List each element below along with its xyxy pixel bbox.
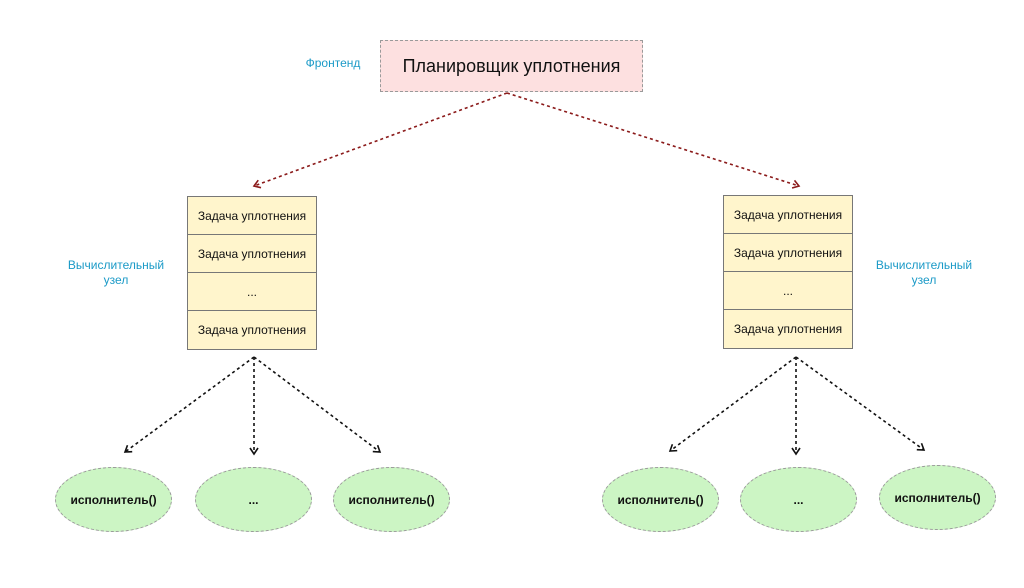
node-1-executor-1: исполнитель() — [55, 467, 172, 532]
executor-label: исполнитель() — [348, 492, 435, 507]
node-2-to-executor-3-arrow — [795, 356, 926, 451]
node-1-label: Вычислительный узел — [56, 258, 176, 288]
executor-label: ... — [248, 492, 259, 507]
executor-label: исполнитель() — [617, 492, 704, 507]
node-1-executor-ellipsis: ... — [195, 467, 312, 532]
task-row-ellipsis: ... — [724, 272, 852, 310]
scheduler-to-node-2-arrow — [506, 92, 801, 189]
node-2-executor-ellipsis: ... — [740, 467, 857, 532]
task-row: Задача уплотнения — [733, 322, 843, 336]
executor-label: исполнитель() — [894, 490, 981, 505]
node-1-executor-3: исполнитель() — [333, 467, 450, 532]
node-2-to-executor-1-arrow — [668, 356, 797, 452]
node-1-task-stack: Задача уплотнения Задача уплотнения ... … — [187, 196, 317, 350]
node-2-label-line1: Вычислительный — [875, 258, 973, 272]
node-1-to-executor-3-arrow — [253, 356, 382, 453]
task-row: Задача уплотнения — [724, 234, 852, 272]
executor-label: ... — [793, 492, 804, 507]
node-2-executor-3: исполнитель() — [879, 465, 996, 530]
node-1-label-line1: Вычислительный — [67, 258, 165, 272]
task-row: Задача уплотнения — [188, 235, 316, 273]
task-row: Задача уплотнения — [197, 323, 307, 337]
node-1-label-line2: узел — [103, 273, 129, 287]
task-row: Задача уплотнения — [724, 196, 852, 234]
node-2-task-stack: Задача уплотнения Задача уплотнения ... … — [723, 195, 853, 349]
executor-label: исполнитель() — [70, 492, 157, 507]
node-2-label: Вычислительный узел — [864, 258, 984, 288]
task-row: Задача уплотнения — [188, 197, 316, 235]
node-2-label-line2: узел — [911, 273, 937, 287]
frontend-label: Фронтенд — [305, 56, 361, 70]
scheduler-label: Планировщик уплотнения — [402, 55, 621, 76]
compaction-scheduler-box: Планировщик уплотнения — [380, 40, 643, 92]
scheduler-to-node-1-arrow — [252, 92, 508, 189]
task-row-ellipsis: ... — [188, 273, 316, 311]
node-1-to-executor-1-arrow — [123, 356, 255, 453]
node-2-executor-1: исполнитель() — [602, 467, 719, 532]
